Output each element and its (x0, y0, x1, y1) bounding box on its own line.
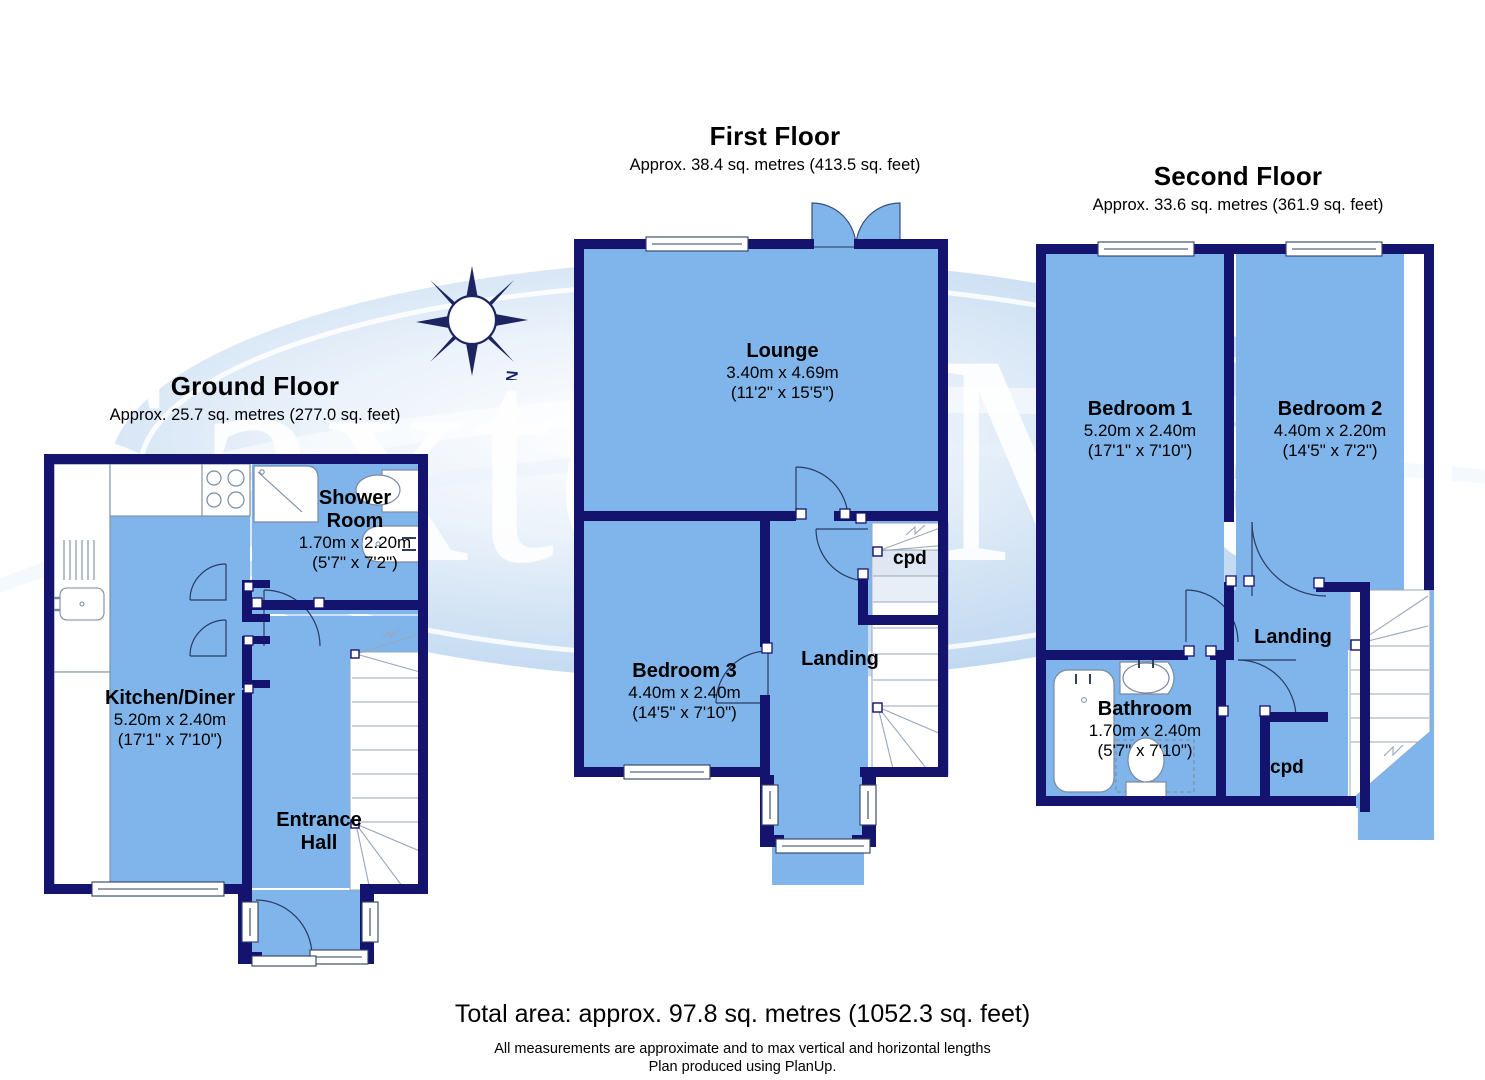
room-label-landing-second: Landing (1228, 626, 1358, 649)
windows-ground (91, 881, 379, 967)
second-floor-title: Second Floor (1153, 161, 1323, 191)
door-markers-first (761, 508, 869, 654)
landing-second-name: Landing (1254, 626, 1332, 648)
bedroom-2-name: Bedroom 2 (1277, 398, 1383, 420)
bedroom-3-feet: (14'5" x 7'10") (632, 702, 737, 722)
compass-north-label: N (502, 370, 520, 380)
shower-room-feet: (5'7" x 7'2") (312, 553, 398, 573)
kitchen-diner-name: Kitchen/Diner (104, 687, 236, 709)
lounge-fill (582, 247, 948, 519)
sink-icon (52, 587, 105, 621)
room-label-lounge: Lounge 3.40m x 4.69m (11'2" x 15'5") (670, 340, 895, 403)
door-markers-second (1183, 575, 1325, 717)
landing-first-name: Landing (801, 648, 879, 670)
bedroom2-fill (1236, 254, 1404, 590)
bath-taps-icon (1075, 674, 1091, 684)
first-floor-area: Approx. 38.4 sq. metres (413.5 sq. feet) (629, 155, 921, 174)
shower-room-name-line1: Shower (318, 487, 392, 509)
ground-floor-area: Approx. 25.7 sq. metres (277.0 sq. feet) (109, 405, 401, 424)
shower-room-metres: 1.70m x 2.20m (298, 533, 412, 553)
second-floor-walls (1036, 244, 1434, 812)
kitchen-hob-unit (201, 463, 251, 517)
staircase-ground (349, 628, 423, 891)
room-label-cpd-second: cpd (1270, 757, 1304, 778)
room-label-bedroom-1: Bedroom 1 5.20m x 2.40m (17'1" x 7'10") (1030, 398, 1250, 461)
cpd2-fill (1268, 720, 1348, 804)
first-porch-fill (772, 775, 864, 885)
room-label-entrance-hall: Entrance Hall (235, 809, 403, 855)
disclaimer-line-2: Plan produced using PlanUp. (648, 1059, 837, 1075)
room-label-bedroom-3: Bedroom 3 4.40m x 2.40m (14'5" x 7'10") (572, 660, 797, 723)
bedroom-2-feet: (14'5" x 7'2") (1282, 440, 1378, 460)
bedroom3-fill (582, 519, 768, 775)
wc-pan-icon (355, 474, 401, 506)
floor-title-first: First Floor Approx. 38.4 sq. metres (413… (620, 121, 930, 176)
windows-first (623, 236, 877, 854)
first-floor-title: First Floor (709, 121, 841, 151)
bathroom-feet: (5'7" x 7'10") (1097, 740, 1193, 760)
room-label-kitchen-diner: Kitchen/Diner 5.20m x 2.40m (17'1" x 7'1… (50, 687, 290, 750)
basin-icon (361, 525, 421, 563)
second-floor-plan (1036, 241, 1434, 840)
shower-tray-icon (253, 465, 319, 523)
bedroom-1-feet: (17'1" x 7'10") (1087, 440, 1193, 460)
total-area-text: Total area: approx. 97.8 sq. metres (105… (454, 1000, 1031, 1028)
entrance-hall-name-line2: Hall (300, 832, 338, 855)
bedroom-1-name: Bedroom 1 (1087, 398, 1193, 420)
kitchen-diner-metres: 5.20m x 2.40m (113, 710, 227, 730)
windows-second (1097, 241, 1383, 257)
second-floor-area: Approx. 33.6 sq. metres (361.9 sq. feet) (1092, 195, 1384, 214)
compass-rose: N (416, 266, 528, 380)
bathroom-name: Bathroom (1097, 698, 1193, 720)
lounge-name: Lounge (746, 340, 819, 362)
second-floor-geometry (1036, 241, 1434, 840)
hob-icon (206, 469, 245, 509)
ground-floor-plan (44, 454, 428, 967)
door-swings-second (1185, 521, 1327, 719)
entrance-hall-name-line1: Entrance (276, 809, 362, 831)
bedroom-3-name: Bedroom 3 (632, 660, 737, 682)
lounge-metres: 3.40m x 4.69m (726, 363, 839, 383)
first-floor-plan (574, 202, 949, 885)
bathroom-metres: 1.70m x 2.40m (1088, 721, 1202, 741)
staircase-first (871, 522, 949, 776)
kitchen-diner-feet: (17'1" x 7'10") (117, 729, 223, 749)
lounge-double-door-swing (811, 202, 901, 248)
lounge-feet: (11'2" x 15'5") (730, 382, 835, 402)
ground-floor-title: Ground Floor (170, 371, 340, 401)
bedroom-2-metres: 4.40m x 2.20m (1273, 421, 1387, 441)
room-label-bathroom: Bathroom 1.70m x 2.40m (5'7" x 7'10") (1030, 698, 1260, 761)
room-label-shower-room: Shower Room 1.70m x 2.20m (5'7" x 7'2") (250, 487, 460, 573)
floor-title-second: Second Floor Approx. 33.6 sq. metres (36… (1082, 161, 1394, 216)
disclaimer-line-1: All measurements are approximate and to … (494, 1041, 991, 1057)
ground-floor-geometry (44, 454, 428, 967)
room-label-landing-first: Landing (775, 648, 905, 671)
shower-room-name-line2: Room (326, 510, 384, 533)
first-floor-geometry (574, 202, 949, 885)
floor-title-ground: Ground Floor Approx. 25.7 sq. metres (27… (100, 371, 410, 426)
room-label-cpd-first: cpd (893, 548, 927, 569)
bath-icon (1053, 669, 1115, 793)
drainer-icon (63, 540, 95, 580)
room-label-bedroom-2: Bedroom 2 4.40m x 2.20m (14'5" x 7'2") (1220, 398, 1440, 461)
bedroom-1-metres: 5.20m x 2.40m (1083, 421, 1197, 441)
bedroom-3-metres: 4.40m x 2.40m (628, 683, 741, 703)
door-markers-ground (243, 581, 325, 694)
